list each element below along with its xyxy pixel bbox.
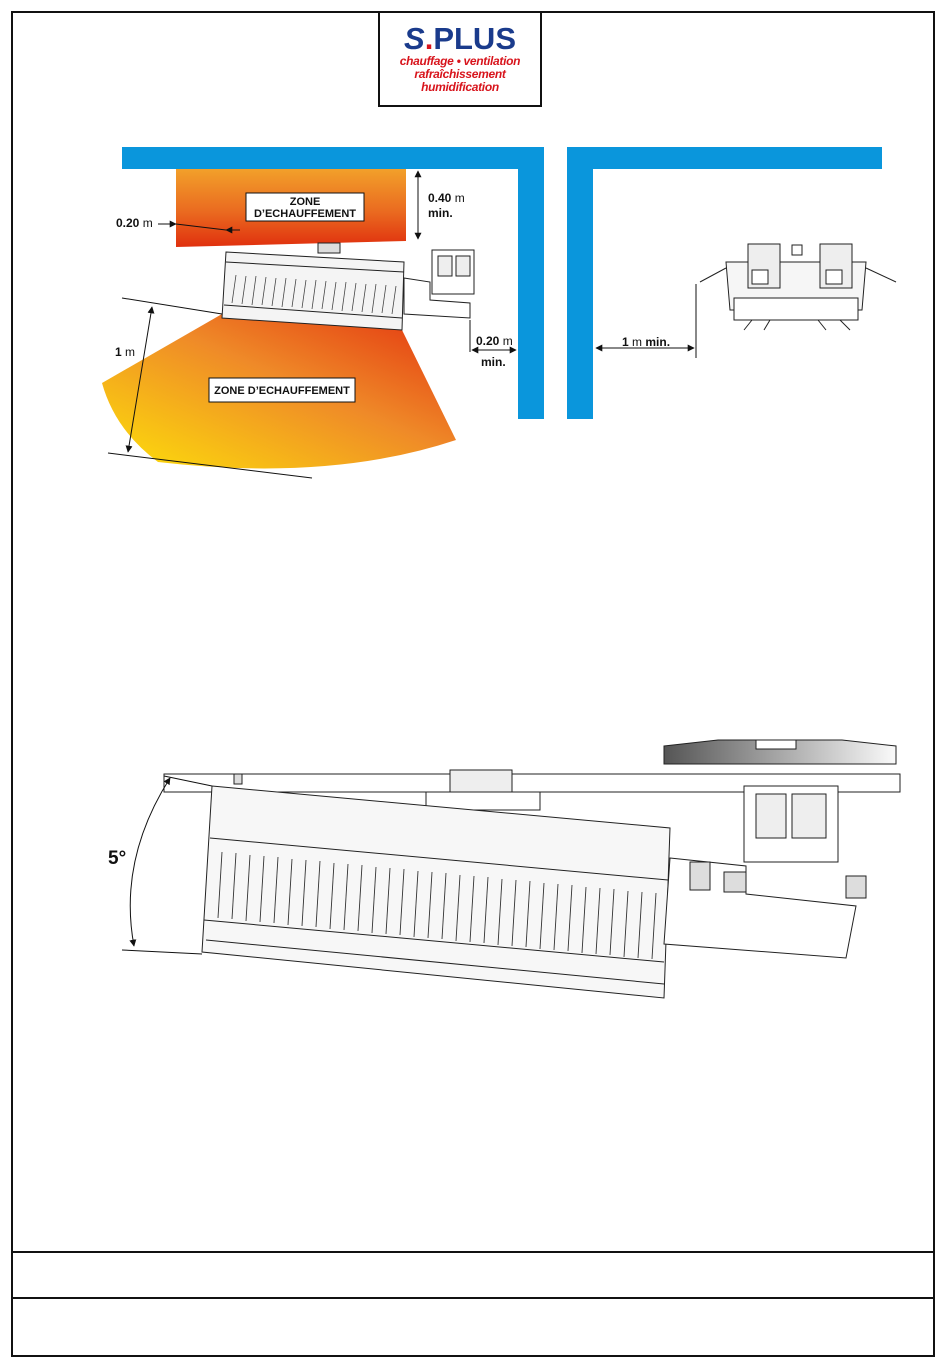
- heater-unit-side: [222, 243, 474, 330]
- tilt-angle-label: 5°: [108, 848, 126, 869]
- dim-top-label: 0.40 m: [428, 191, 465, 205]
- dim-side-label: 1 m min.: [622, 335, 670, 349]
- dim-top-min: min.: [428, 206, 453, 220]
- dim-wall-label: 0.20 m: [476, 334, 513, 348]
- dim-left-side-label: 0.20 m: [116, 216, 153, 230]
- upper-zone-label-2: D’ECHAUFFEMENT: [254, 208, 356, 220]
- tilt-angle-dimension: [122, 776, 212, 954]
- dim-front-label: 1 m: [115, 345, 135, 359]
- upper-zone-label-1: ZONE: [290, 196, 321, 208]
- lower-zone-label: ZONE D’ECHAUFFEMENT: [214, 385, 350, 397]
- dim-wall-min: min.: [481, 355, 506, 369]
- heater-unit-front: [700, 244, 896, 330]
- heater-unit-tilted: [202, 786, 866, 998]
- ceiling-profile: [664, 740, 896, 764]
